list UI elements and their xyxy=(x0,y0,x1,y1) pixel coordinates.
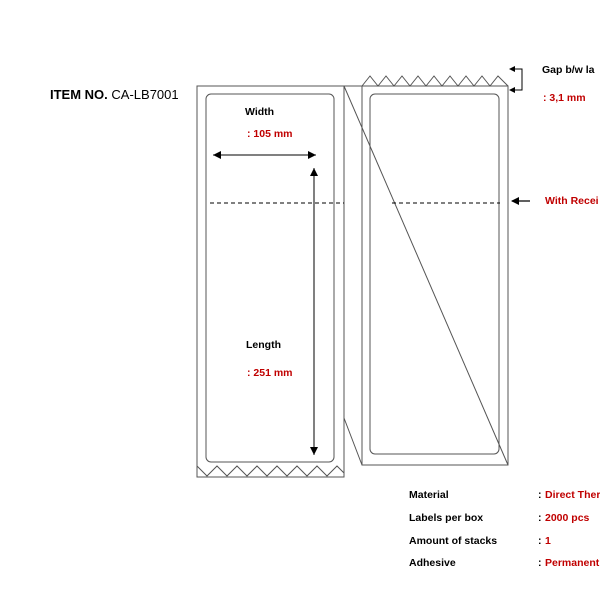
length-label: Length xyxy=(246,339,281,351)
gap-arrow-head-top xyxy=(509,66,515,72)
width-arrow-head-right xyxy=(308,151,316,159)
item-number: ITEM NO. CA-LB7001 xyxy=(50,87,179,102)
left-sheet-outline xyxy=(196,85,345,478)
spec-colon-adhesive: : xyxy=(538,557,542,569)
spec-colon-material: : xyxy=(538,489,542,501)
receipt-label: With Recei xyxy=(545,195,599,207)
spec-value-material: Direct Ther xyxy=(545,489,600,501)
spec-key-amount-of-stacks: Amount of stacks xyxy=(409,535,498,547)
spec-key-material: Material xyxy=(409,489,449,501)
left-zigzag-edge xyxy=(196,465,345,477)
length-arrow-head-bottom xyxy=(310,447,318,455)
item-number-value: CA-LB7001 xyxy=(111,87,179,102)
spec-colon-amount-of-stacks: : xyxy=(538,535,542,547)
fold-diagonal xyxy=(343,85,509,466)
width-value: : 105 mm xyxy=(247,128,293,140)
spec-key-adhesive: Adhesive xyxy=(409,557,456,569)
fold-line-bottom xyxy=(343,417,363,466)
length-arrow-head-top xyxy=(310,168,318,176)
gap-bracket xyxy=(510,68,523,91)
item-number-label: ITEM NO. xyxy=(50,87,108,102)
length-value: : 251 mm xyxy=(247,367,293,379)
spec-value-amount-of-stacks: 1 xyxy=(545,535,551,547)
spec-value-labels-per-box: 2000 pcs xyxy=(545,512,590,524)
right-label xyxy=(369,93,500,455)
width-arrow-head-left xyxy=(213,151,221,159)
gap-arrow-head-bottom xyxy=(509,87,515,93)
right-zigzag-edge xyxy=(361,75,509,87)
right-sheet-outline xyxy=(361,85,509,466)
spec-key-labels-per-box: Labels per box xyxy=(409,512,484,524)
spec-colon-labels-per-box: : xyxy=(538,512,542,524)
left-label xyxy=(205,93,335,463)
gap-label: Gap b/w la xyxy=(542,64,595,76)
spec-value-adhesive: Permanent xyxy=(545,557,600,569)
receipt-arrow-head xyxy=(511,197,519,205)
width-label: Width xyxy=(245,106,274,118)
gap-value: : 3,1 mm xyxy=(543,92,586,104)
